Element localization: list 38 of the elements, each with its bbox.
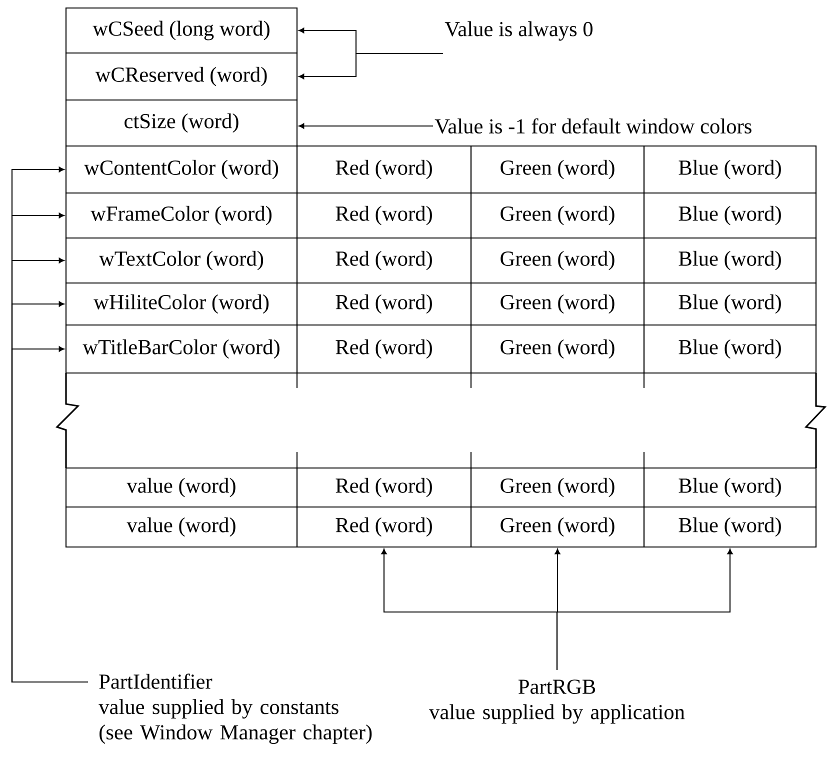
table-cell: Green (word) [470,192,645,239]
table-cell: Blue (word) [643,324,817,374]
table-cell: Blue (word) [643,467,817,508]
table-cell: Green (word) [470,237,645,284]
table-cell: Red (word) [296,324,472,374]
table-cell: Green (word) [470,324,645,374]
note-text: PartIdentifier value supplied by constants (see Window Manager chapter) [98,674,372,744]
note-text: PartRGB value supplied by application [429,680,685,724]
table-cell: Green (word) [470,467,645,508]
table-cell: Red (word) [296,282,472,326]
table-cell: Blue (word) [643,506,817,548]
table-cell: Green (word) [470,282,645,326]
field-box: wCReserved (word) [65,52,298,101]
table-cell: Blue (word) [643,145,817,194]
table-cell: Red (word) [296,467,472,508]
table-cell: wContentColor (word) [65,145,298,194]
field-box: ctSize (word) [65,99,298,147]
table-cell: wHiliteColor (word) [65,282,298,326]
table-cell: Blue (word) [643,282,817,326]
table-cell: Red (word) [296,506,472,548]
table-cell: wFrameColor (word) [65,192,298,239]
table-cell: value (word) [65,467,298,508]
arrow [556,548,733,670]
table-cell: Red (word) [296,145,472,194]
table-cell: Green (word) [470,506,645,548]
table-cell: value (word) [65,506,298,548]
note-text: Value is always 0 [444,21,592,41]
table-cell: Green (word) [470,145,645,194]
table-cell: Red (word) [296,237,472,284]
table-cell: wTitleBarColor (word) [65,324,298,374]
field-box: wCSeed (long word) [65,7,298,54]
table-cell: wTextColor (word) [65,237,298,284]
arrow [298,123,433,129]
table-cell: Red (word) [296,192,472,239]
note-text: Value is -1 for default window colors [434,118,752,134]
arrow [298,52,443,80]
table-cell: Blue (word) [643,237,817,284]
table-cell: Blue (word) [643,192,817,239]
